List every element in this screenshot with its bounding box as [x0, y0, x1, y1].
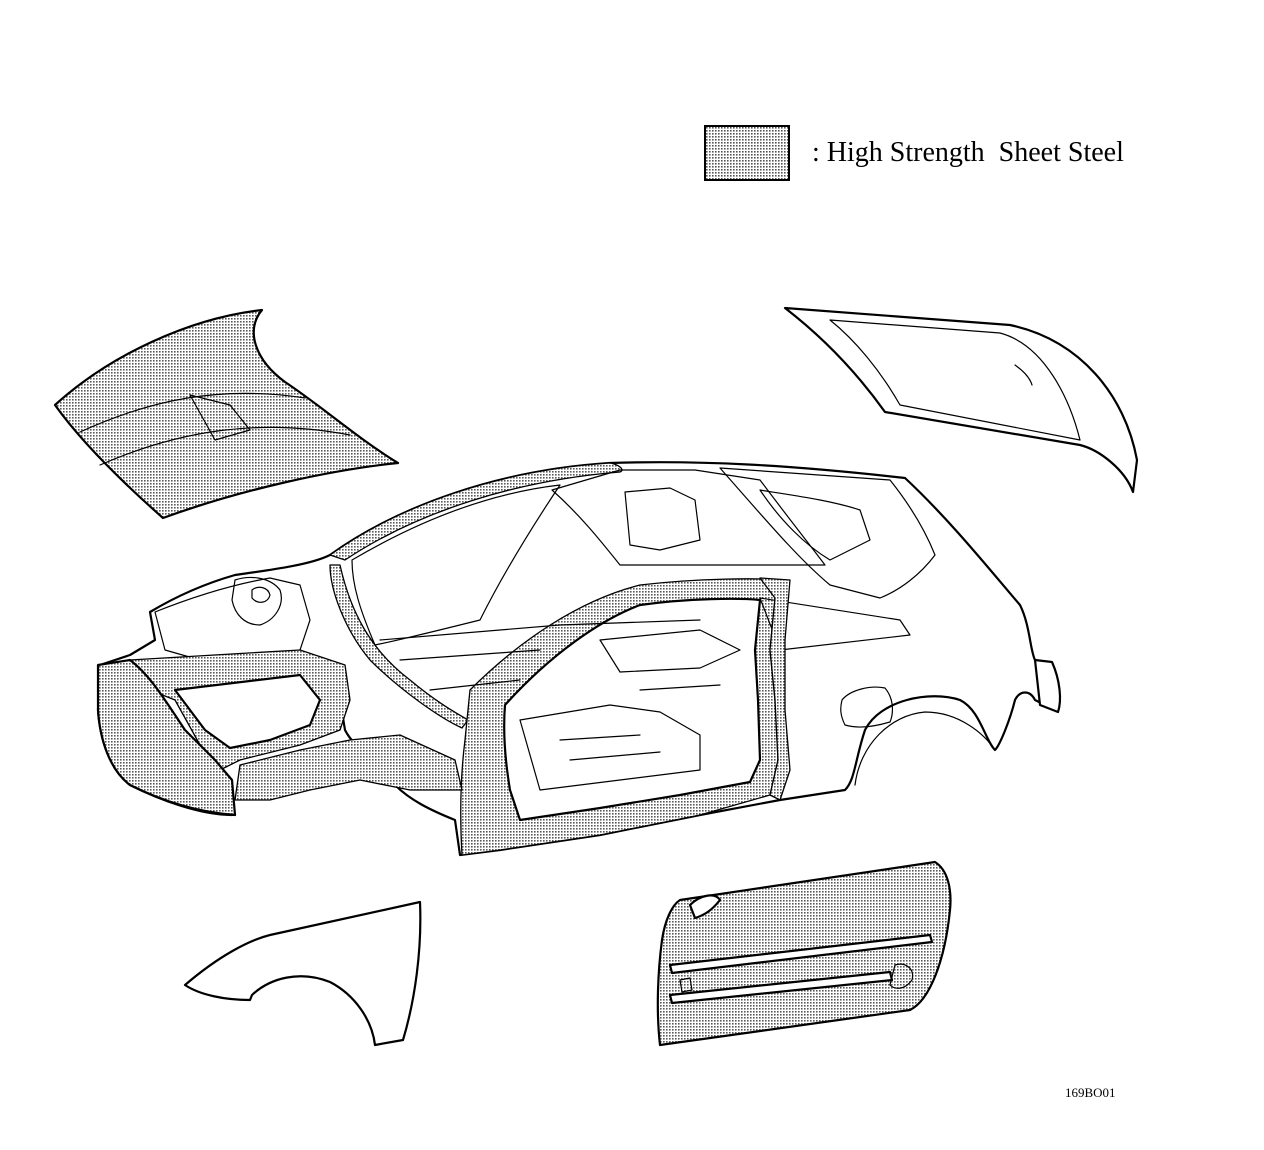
legend-swatch-high-strength-steel	[704, 125, 790, 181]
figure-code: 169BO01	[1065, 1085, 1116, 1100]
legend-label: : High Strength Sheet Steel	[812, 137, 1124, 168]
hood-panel	[53, 308, 400, 520]
legend: : High Strength Sheet Steel	[704, 123, 1124, 183]
door-panel	[656, 860, 952, 1047]
body-shell	[96, 461, 1062, 857]
front-fender-panel	[183, 900, 422, 1047]
rear-hatch-panel	[783, 306, 1139, 494]
